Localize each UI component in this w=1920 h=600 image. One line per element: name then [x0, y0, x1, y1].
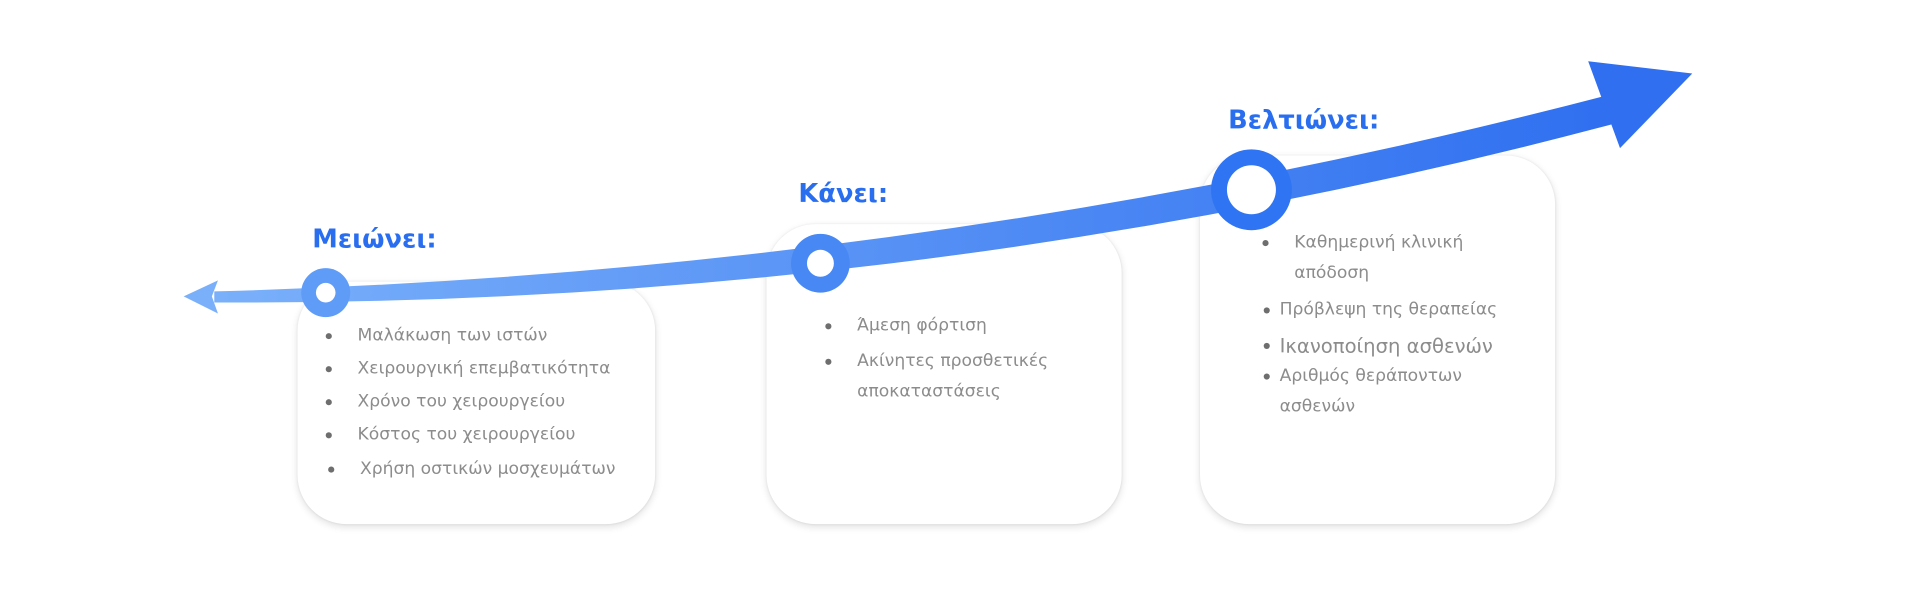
- list-item: Μαλάκωση των ιστών: [325, 321, 547, 352]
- bullet-icon: [1263, 307, 1270, 314]
- list-item: Χρήση οστικών μοσχευμάτων: [328, 454, 615, 485]
- bullet-icon: [825, 358, 832, 365]
- bullet-icon: [325, 366, 332, 373]
- stage-title-improves: Βελτιώνει:: [1228, 105, 1380, 135]
- stage-card-reduces: [297, 281, 656, 525]
- list-item: Αριθμός θεράποντων ασθενών: [1263, 361, 1482, 422]
- arrow-left-head-icon: [183, 280, 218, 314]
- list-item: Ακίνητες προσθετικές αποκαταστάσεις: [825, 347, 1065, 408]
- list-item: Χρόνο του χειρουργείου: [325, 387, 565, 418]
- stage-title-reduces: Μειώνει:: [312, 224, 437, 254]
- bullet-icon: [325, 333, 332, 340]
- list-item: Πρόβλεψη της θεραπείας: [1263, 295, 1497, 326]
- milestone-marker-3: [1211, 149, 1292, 231]
- list-item: Χειρουργική επεμβατικότητα: [325, 354, 610, 385]
- bullet-icon: [825, 323, 832, 330]
- list-item: Κόστος του χειρουργείου: [325, 420, 575, 451]
- arrow-right-head-icon: [1588, 61, 1693, 149]
- milestone-marker-2: [791, 233, 850, 293]
- bullet-icon: [1263, 342, 1270, 349]
- bullet-icon: [328, 466, 335, 473]
- bullet-icon: [325, 399, 332, 406]
- milestone-marker-1: [301, 268, 351, 318]
- bullet-icon: [1262, 240, 1269, 247]
- bullet-icon: [1263, 373, 1270, 380]
- stage-title-does: Κάνει:: [798, 178, 889, 209]
- list-item: Καθημερινή κλινική απόδοση: [1262, 228, 1490, 289]
- list-item: Άμεση φόρτιση: [825, 311, 987, 342]
- bullet-icon: [325, 432, 332, 439]
- list-item: Ικανοποίηση ασθενών: [1263, 331, 1493, 362]
